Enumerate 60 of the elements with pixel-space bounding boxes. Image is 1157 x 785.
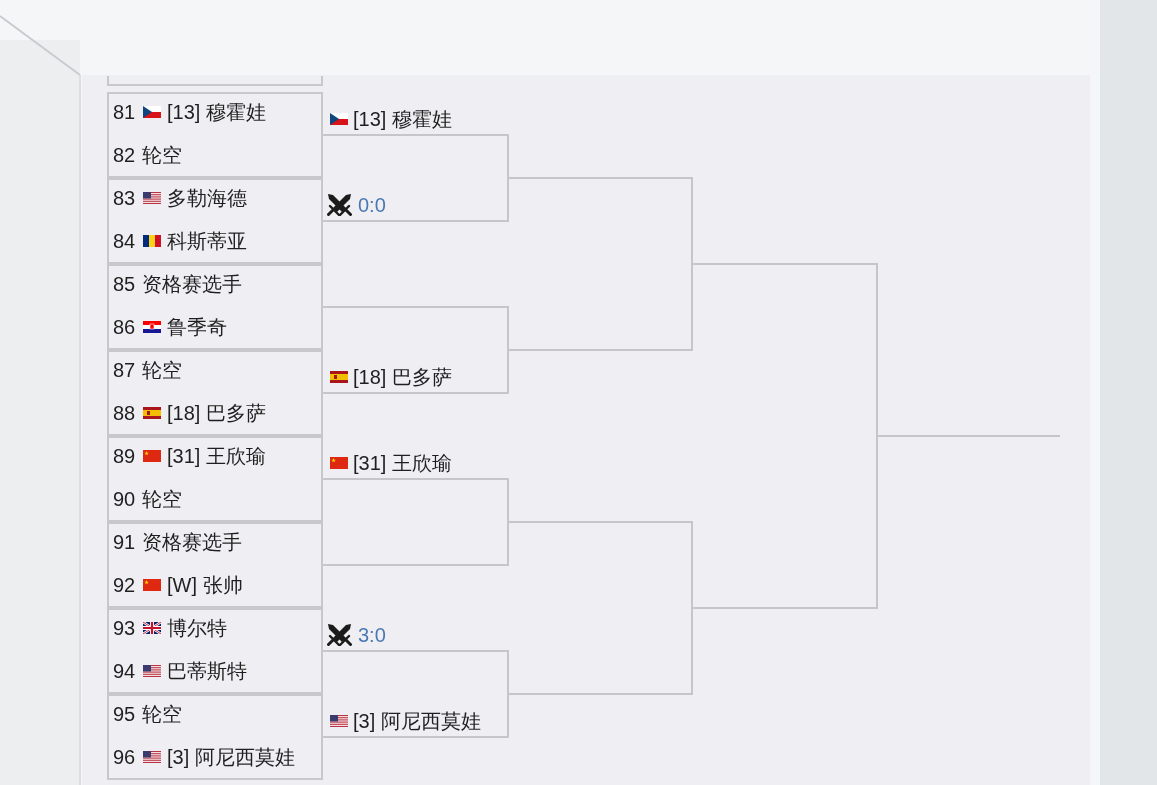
player-name: [18] 巴多萨 bbox=[351, 365, 454, 389]
player-name: 巴蒂斯特 bbox=[167, 659, 247, 683]
draw-number: 90 bbox=[113, 487, 136, 511]
draw-number: 93 bbox=[113, 616, 136, 640]
match-box bbox=[107, 436, 323, 522]
draw-number: 82 bbox=[113, 143, 136, 167]
player-name: [W] 张帅 bbox=[167, 573, 243, 597]
draw-number: 83 bbox=[113, 186, 136, 210]
bracket-line bbox=[322, 693, 509, 738]
draw-number: 92 bbox=[113, 573, 136, 597]
match-box bbox=[107, 608, 323, 694]
bracket-line bbox=[322, 134, 509, 179]
draw-number: 81 bbox=[113, 100, 136, 124]
bracket-line bbox=[322, 478, 509, 523]
bracket-line bbox=[322, 349, 509, 394]
bracket-line bbox=[322, 306, 509, 351]
player-name: 鲁季奇 bbox=[167, 315, 227, 339]
player-name: [13] 穆霍娃 bbox=[167, 100, 266, 124]
draw-number: 86 bbox=[113, 315, 136, 339]
player-name: 轮空 bbox=[142, 143, 182, 167]
player-name: [31] 王欣瑜 bbox=[351, 451, 454, 475]
player-name: 科斯蒂亚 bbox=[167, 229, 247, 253]
bracket-line bbox=[691, 435, 878, 609]
match-box bbox=[107, 76, 323, 86]
player-name: 轮空 bbox=[142, 702, 182, 726]
bracket-line bbox=[322, 650, 509, 695]
match-box bbox=[107, 264, 323, 350]
player-name: [3] 阿尼西莫娃 bbox=[351, 709, 483, 733]
draw-number: 89 bbox=[113, 444, 136, 468]
bracket-line bbox=[691, 263, 878, 437]
bracket-line bbox=[507, 521, 693, 609]
draw-number: 84 bbox=[113, 229, 136, 253]
bracket-line bbox=[507, 177, 693, 265]
draw-number: 88 bbox=[113, 401, 136, 425]
player-name: [18] 巴多萨 bbox=[167, 401, 266, 425]
bracket-line bbox=[507, 607, 693, 695]
player-name: 资格赛选手 bbox=[142, 272, 242, 296]
player-name: [13] 穆霍娃 bbox=[351, 107, 454, 131]
player-name: 博尔特 bbox=[167, 616, 227, 640]
draw-number: 96 bbox=[113, 745, 136, 769]
player-name: 多勒海德 bbox=[167, 186, 247, 210]
bracket-line bbox=[322, 521, 509, 566]
draw-number: 87 bbox=[113, 358, 136, 382]
match-box bbox=[107, 694, 323, 780]
match-box bbox=[107, 350, 323, 436]
player-name: [31] 王欣瑜 bbox=[167, 444, 266, 468]
player-name: 轮空 bbox=[142, 358, 182, 382]
player-name: [3] 阿尼西莫娃 bbox=[167, 745, 295, 769]
bracket-line bbox=[876, 435, 1061, 437]
match-box bbox=[107, 522, 323, 608]
draw-number: 94 bbox=[113, 659, 136, 683]
draw-number: 91 bbox=[113, 530, 136, 554]
player-name: 资格赛选手 bbox=[142, 530, 242, 554]
match-box bbox=[107, 178, 323, 264]
player-name: 轮空 bbox=[142, 487, 182, 511]
bracket-line bbox=[507, 263, 693, 351]
match-box bbox=[107, 92, 323, 178]
bracket-line bbox=[322, 177, 509, 222]
draw-number: 85 bbox=[113, 272, 136, 296]
draw-number: 95 bbox=[113, 702, 136, 726]
